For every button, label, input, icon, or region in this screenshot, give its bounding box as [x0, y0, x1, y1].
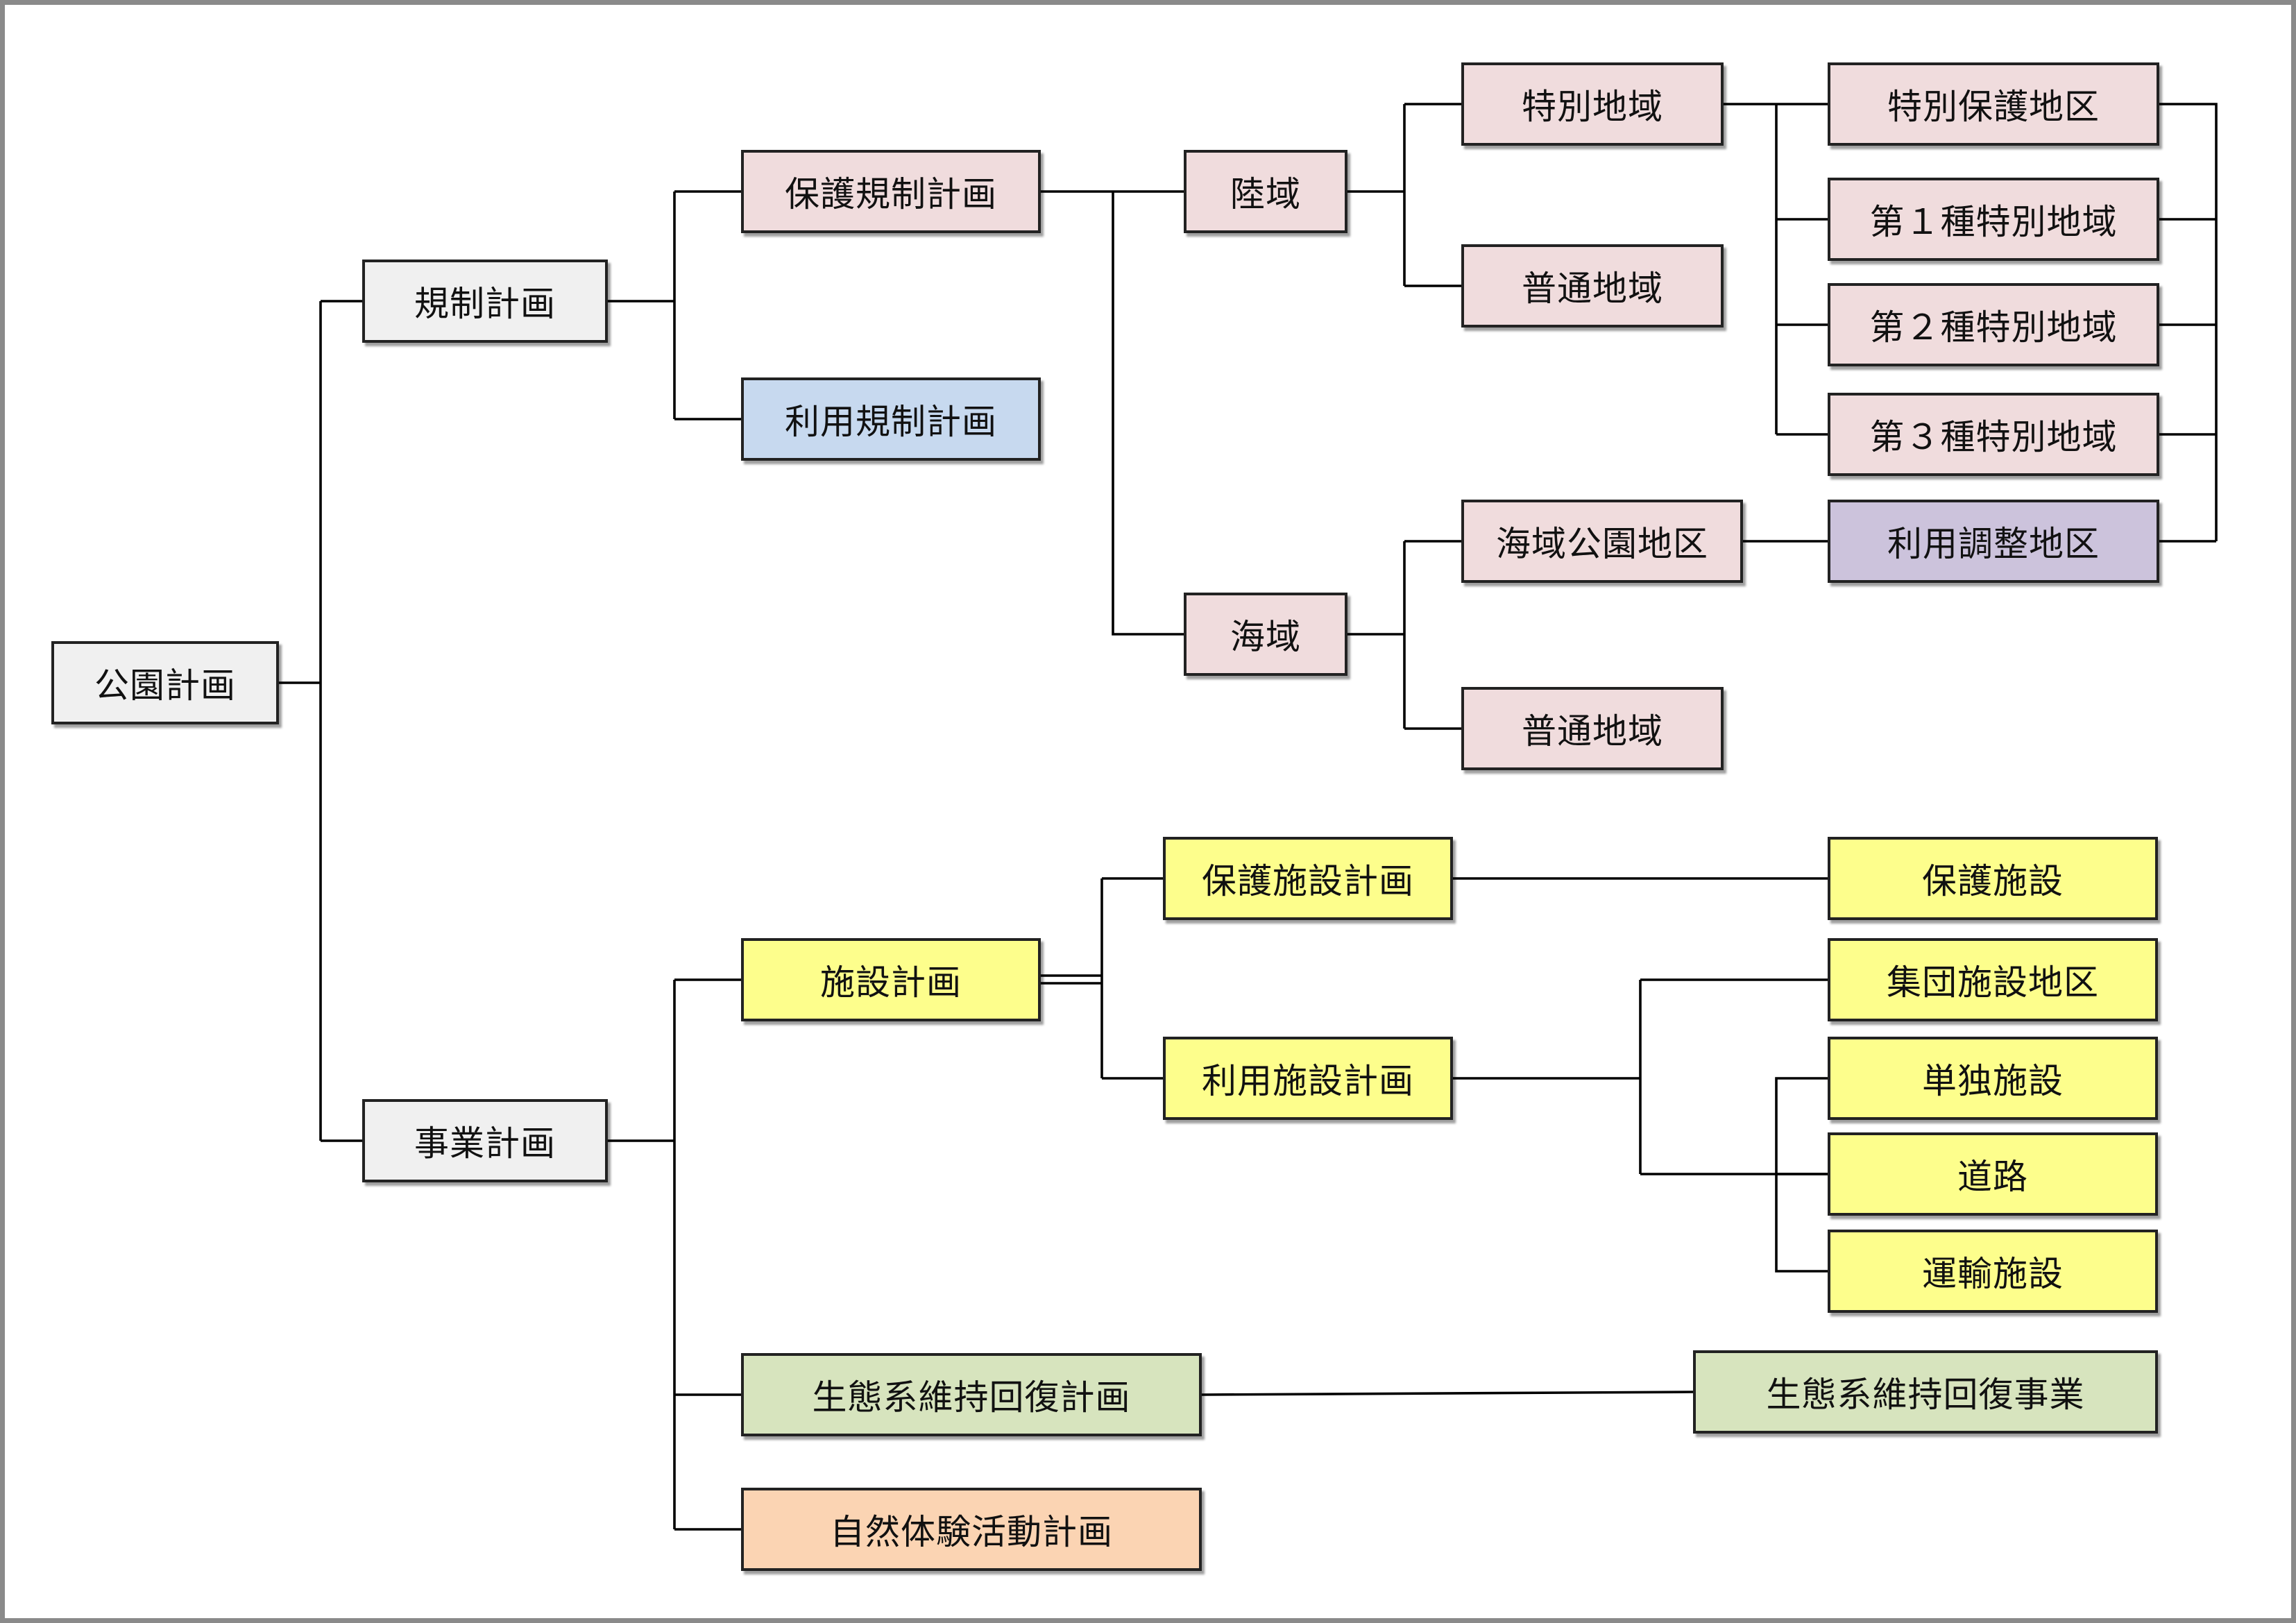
connector-right-bracket [2159, 103, 2218, 543]
node-class1-special: 第１種特別地域 [1828, 178, 2159, 261]
node-label: 保護規制計画 [785, 174, 997, 214]
node-label: 保護施設計画 [1202, 861, 1414, 901]
node-label: 集団施設地区 [1887, 962, 2099, 1003]
node-label: 海域 [1230, 617, 1301, 657]
node-label: 利用規制計画 [785, 402, 997, 442]
node-label: 生態系維持回復事業 [1766, 1375, 2085, 1415]
node-label: 利用施設計画 [1202, 1061, 1414, 1101]
connector-regulation-to-children [608, 190, 741, 420]
connector-use-plan-to-children [1453, 978, 1828, 1175]
node-facility-plan: 施設計画 [741, 938, 1041, 1021]
connector-protection-to-areas [1041, 190, 1184, 636]
node-group-facility-zone: 集団施設地区 [1828, 938, 2158, 1021]
node-label: 第１種特別地域 [1869, 202, 2118, 242]
node-park-plan: 公園計画 [51, 641, 279, 724]
node-label: 特別保護地区 [1887, 87, 2100, 127]
node-label: 運輸施設 [1922, 1254, 2064, 1294]
node-label: 特別地域 [1522, 87, 1663, 127]
node-special-area: 特別地域 [1461, 62, 1724, 146]
node-transport-facility: 運輸施設 [1828, 1230, 2158, 1313]
node-label: 単独施設 [1922, 1061, 2064, 1101]
connector-facility-to-children [1041, 877, 1163, 1080]
node-ordinary-area-land: 普通地域 [1461, 244, 1724, 328]
connector-eco-plan-to-project [1201, 1391, 1694, 1396]
node-use-adjust-zone: 利用調整地区 [1828, 500, 2159, 583]
connector-special-to-zones [1724, 103, 1828, 436]
node-usage-reg-plan: 利用規制計画 [741, 377, 1041, 461]
node-protection-reg-plan: 保護規制計画 [741, 150, 1041, 233]
connector-sea-to-children [1347, 540, 1461, 730]
node-label: 普通地域 [1522, 711, 1663, 751]
node-ordinary-area-sea: 普通地域 [1461, 687, 1724, 770]
node-marine-park-zone: 海域公園地区 [1461, 500, 1743, 583]
node-label: 第２種特別地域 [1869, 307, 2118, 348]
connector-project-to-children [608, 978, 741, 1531]
node-label: 自然体験活動計画 [830, 1512, 1113, 1552]
connector-facility-group-bracket [1775, 1077, 1828, 1273]
node-label: 規制計画 [414, 284, 556, 324]
node-class2-special: 第２種特別地域 [1828, 283, 2159, 366]
node-class3-special: 第３種特別地域 [1828, 393, 2159, 476]
node-regulation-plan: 規制計画 [362, 260, 608, 343]
node-label: 公園計画 [94, 665, 236, 706]
node-protect-facility: 保護施設 [1828, 837, 2158, 920]
node-label: 道路 [1957, 1157, 2028, 1197]
node-label: 保護施設 [1922, 861, 2064, 901]
node-sea-area: 海域 [1184, 593, 1347, 676]
node-use-facility-plan: 利用施設計画 [1163, 1037, 1453, 1120]
node-label: 事業計画 [414, 1123, 556, 1164]
node-label: 普通地域 [1522, 269, 1663, 309]
node-label: 第３種特別地域 [1869, 417, 2118, 457]
node-land-area: 陸域 [1184, 150, 1347, 233]
node-eco-restore-plan: 生態系維持回復計画 [741, 1353, 1202, 1436]
node-label: 生態系維持回復計画 [812, 1377, 1131, 1418]
node-nature-exp-plan: 自然体験活動計画 [741, 1488, 1202, 1571]
node-special-protection-zone: 特別保護地区 [1828, 62, 2159, 146]
connector-land-to-children [1347, 103, 1461, 287]
node-label: 海域公園地区 [1496, 524, 1708, 564]
node-single-facility: 単独施設 [1828, 1037, 2158, 1120]
node-label: 陸域 [1230, 174, 1301, 214]
node-label: 施設計画 [820, 962, 962, 1003]
node-label: 利用調整地区 [1887, 524, 2100, 564]
node-protect-facility-plan: 保護施設計画 [1163, 837, 1453, 920]
node-eco-restore-project: 生態系維持回復事業 [1693, 1350, 2158, 1434]
connector-park-to-children [279, 300, 362, 1142]
node-road: 道路 [1828, 1132, 2158, 1216]
node-project-plan: 事業計画 [362, 1099, 608, 1182]
